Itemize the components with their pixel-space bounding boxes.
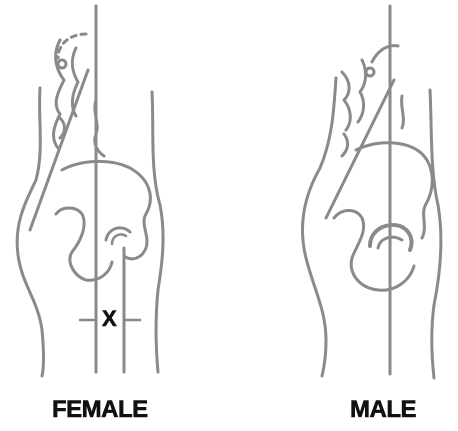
male-lumbar-top: [372, 46, 398, 62]
male-sacral-detail: [402, 96, 404, 128]
male-caption: MALE: [350, 398, 416, 422]
male-sacrum: [342, 72, 350, 130]
male-ischium: [334, 211, 414, 291]
female-body-outline-front: [152, 92, 163, 372]
male-body-outline-front: [430, 90, 441, 378]
female-distance-label: X: [102, 308, 117, 330]
female-vertebra-marker: [58, 60, 66, 68]
female-pelvis-diagram: [17, 6, 163, 376]
male-sacral-detail-2: [342, 134, 348, 156]
female-sacral-detail-2: [60, 118, 65, 138]
male-body-outline-back: [302, 78, 336, 376]
female-body-outline-back: [17, 88, 43, 376]
male-pelvis-diagram: [302, 6, 440, 378]
female-acetabulum-inner: [112, 234, 126, 244]
female-caption: FEMALE: [52, 398, 148, 422]
male-vertebra-marker: [366, 68, 374, 76]
male-sacrum-inner: [358, 60, 366, 122]
female-ischium: [56, 208, 112, 280]
